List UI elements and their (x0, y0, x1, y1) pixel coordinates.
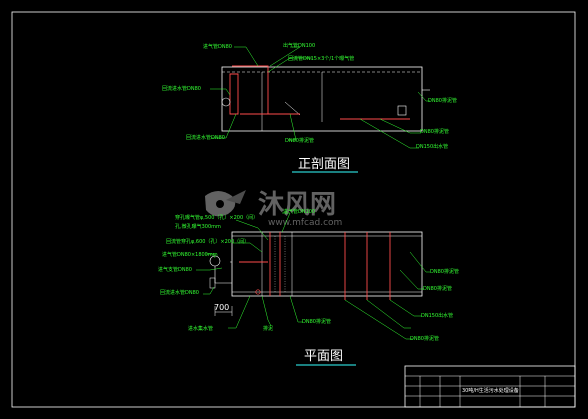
section-label-c: 回流管DN15×3个/1个曝气管 (288, 55, 354, 62)
section-view: 进气管DN80 出气管DN100 回流管DN15×3个/1个曝气管 回流进水管D… (162, 42, 457, 173)
plan-tank-outline (231, 231, 423, 297)
plan-label-b: 孔,微孔曝气300mm (175, 223, 221, 230)
plan-label-k: DN80排泥管 (430, 268, 459, 275)
section-outlet-box (397, 105, 407, 116)
plan-label-c: 进气管DN100 (283, 208, 315, 215)
plan-dimension-value: 700 (214, 303, 229, 312)
section-label-h: DN150出水管 (416, 143, 448, 150)
section-label-a: 进气管DN80 (203, 43, 232, 50)
plan-label-a: 穿孔曝气管φ,500（孔）×200（间） (175, 214, 258, 221)
section-label-d: 回流进水管DN80 (162, 85, 201, 92)
watermark: 沐风网 www.mfcad.com (205, 190, 342, 228)
plan-label-e: 进气管DN80×1800mm (162, 251, 218, 258)
plan-label-l: DN80排泥管 (423, 285, 452, 292)
plan-aeration-pipes (239, 232, 391, 300)
section-valve-icon (221, 97, 231, 107)
section-label-f: DN80排泥管 (420, 128, 449, 135)
drawing-frame (11, 11, 576, 408)
plan-view-title: 平面图 (304, 349, 343, 364)
watermark-url: www.mfcad.com (268, 218, 342, 228)
plan-label-g: 回流进水管DN80 (160, 289, 199, 296)
section-baffle (284, 101, 301, 116)
title-block: 30吨/H生活污水处理设备 (404, 365, 576, 408)
plan-label-m: DN150出水管 (421, 312, 453, 319)
section-label-i: DN80排泥管 (285, 137, 314, 144)
plan-inlet-fitting (209, 277, 216, 289)
watermark-logo-icon (205, 190, 246, 217)
plan-label-n: DN80排泥管 (410, 335, 439, 342)
section-riser-pipe (229, 73, 239, 115)
section-air-pipe (232, 65, 269, 114)
plan-label-f: 进气支管DN80 (158, 266, 192, 273)
plan-label-h: 进水集水管 (188, 325, 213, 332)
watermark-text: 沐风网 (258, 190, 336, 220)
plan-drain-fitting (255, 289, 261, 295)
plan-label-i: 排泥 (263, 325, 273, 332)
plan-label-j: DN80排泥管 (302, 318, 331, 325)
plan-leader-lines (196, 212, 430, 340)
plan-label-d: 回流管穿孔φ,600（孔）×200（间） (166, 238, 249, 245)
section-leader-lines (210, 46, 430, 149)
section-label-e: DN80排泥管 (428, 97, 457, 104)
section-tank-outline (221, 66, 423, 132)
section-label-b: 出气管DN100 (283, 42, 315, 49)
title-block-caption: 30吨/H生活污水处理设备 (462, 387, 519, 394)
section-label-g: 回流进水管DN80 (186, 134, 225, 141)
plan-diffusers (274, 236, 286, 292)
plan-view: 700 穿孔曝气管φ,500（孔）×200（间） 孔,微孔曝气300mm 进气管… (158, 208, 459, 366)
section-view-title: 正剖面图 (298, 157, 350, 172)
title-block-frame (404, 365, 576, 408)
title-block-grid (405, 375, 575, 407)
